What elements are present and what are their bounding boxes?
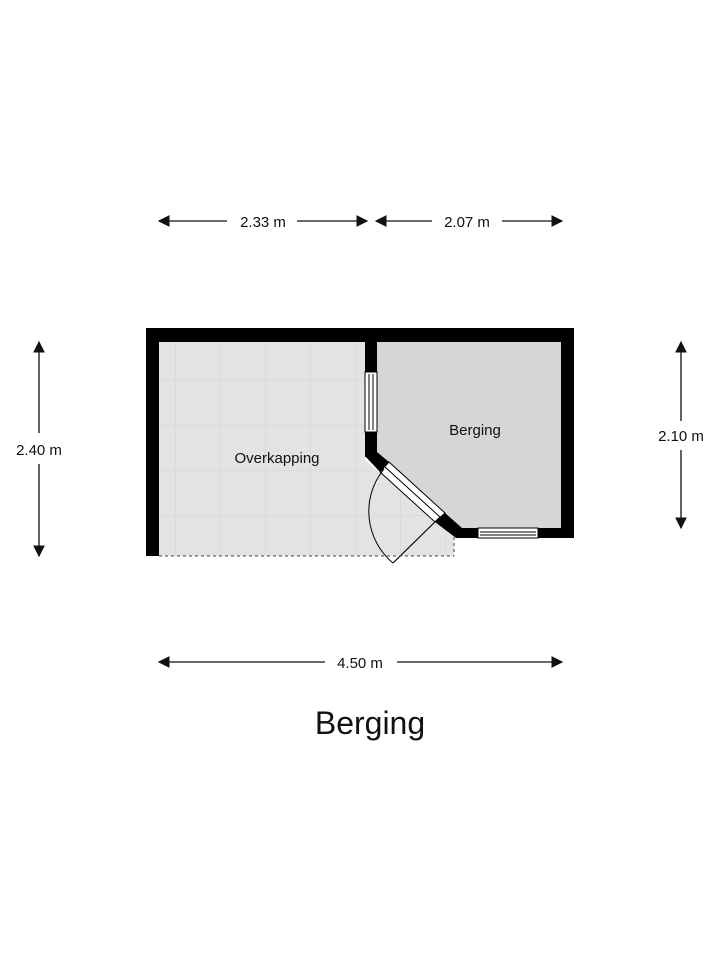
wall-right: [561, 328, 574, 538]
wall-partition-lower: [365, 432, 377, 457]
partition-window: [364, 371, 378, 433]
plan-title: Berging: [314, 705, 426, 741]
dimension-top-left: 2.33 m: [157, 214, 369, 231]
dimension-label-bottom: 4.50 m: [337, 655, 383, 672]
dimension-top-right: 2.07 m: [374, 214, 564, 231]
dimension-label-top-right: 2.07 m: [444, 214, 490, 231]
dimension-bottom: 4.50 m: [157, 655, 564, 672]
wall-partition-top: [365, 342, 377, 372]
dimension-label-top-left: 2.33 m: [240, 214, 286, 231]
dimension-left: 2.40 m: [16, 340, 62, 558]
room-label-overkapping: Overkapping: [234, 450, 319, 467]
wall-left: [146, 328, 159, 556]
dimension-label-left: 2.40 m: [16, 442, 62, 459]
overkapping-floor: [159, 342, 454, 556]
dimension-label-right: 2.10 m: [658, 428, 704, 445]
bottom-window: [477, 527, 539, 539]
wall-bottom-left: [456, 528, 478, 538]
room-label-berging: Berging: [449, 422, 501, 439]
door-swing: [368, 468, 441, 564]
wall-diagonal-end: [435, 513, 462, 538]
walls: [146, 328, 574, 556]
dimension-right: 2.10 m: [658, 340, 704, 530]
wall-bottom-right: [538, 528, 574, 538]
wall-top: [146, 328, 574, 342]
wall-diagonal-corner: [365, 452, 389, 472]
berging-floor: [377, 342, 561, 528]
